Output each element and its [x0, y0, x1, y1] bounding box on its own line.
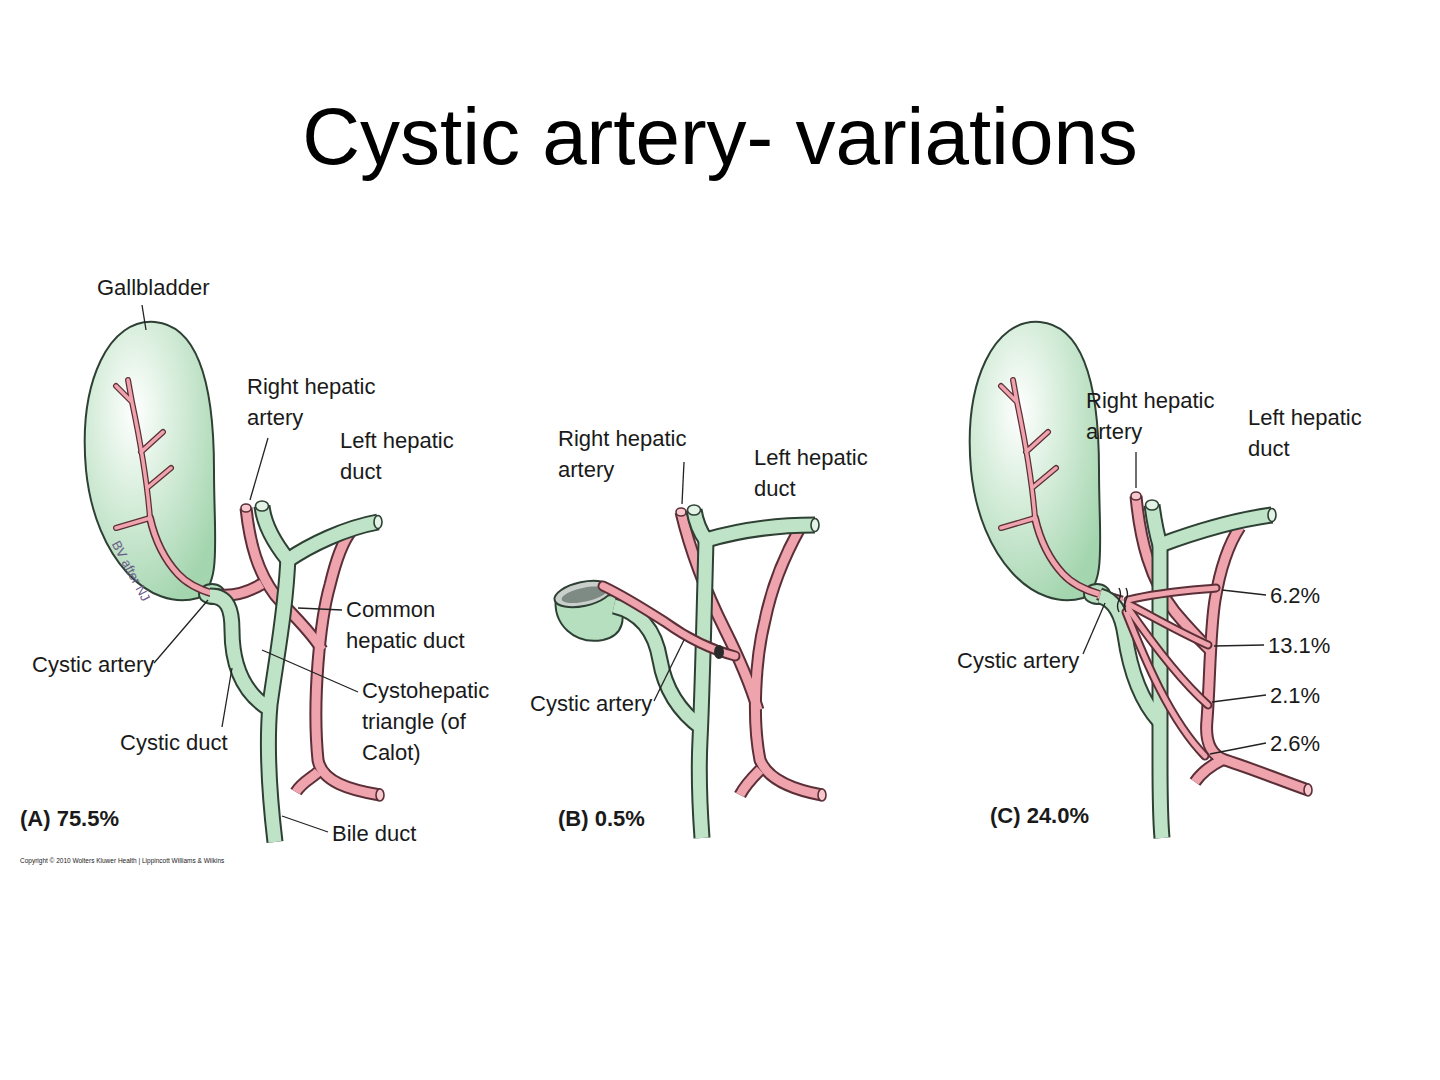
- part-label: Cystic artery: [957, 645, 1079, 676]
- part-label: Cystohepatic triangle (of Calot): [362, 675, 494, 768]
- part-label: Common hepatic duct: [346, 594, 481, 656]
- arteries-front: [603, 586, 735, 656]
- cut-ends: [811, 519, 819, 532]
- part-label: Cystic artery: [32, 649, 154, 680]
- bile-ducts: [210, 596, 268, 708]
- leader-lines: [1214, 645, 1264, 646]
- copyright-note: Copyright © 2010 Wolters Kluwer Health |…: [20, 856, 224, 865]
- leader-lines: [250, 438, 268, 500]
- part-label: Cystic artery: [530, 688, 652, 719]
- leader-lines: [1083, 603, 1105, 654]
- arteries-back: [1195, 760, 1222, 782]
- gallbladder-a: [85, 322, 225, 604]
- part-label: Right hepatic artery: [1086, 385, 1226, 447]
- bile-ducts: [288, 522, 378, 560]
- bile-ducts: [210, 505, 1272, 842]
- leader-lines: [1222, 590, 1266, 595]
- leader-lines: [682, 462, 684, 504]
- cut-ends: [241, 492, 1312, 801]
- leader-lines: [222, 668, 232, 727]
- gallbladder-c: [970, 322, 1110, 604]
- part-label: Left hepatic duct: [340, 425, 462, 487]
- part-label: Left hepatic duct: [754, 442, 876, 504]
- bile-ducts: [699, 540, 706, 838]
- arteries-back: [755, 528, 822, 795]
- leader-lines: [1210, 743, 1266, 754]
- leader-lines: [298, 608, 342, 610]
- diagram-title: Cystic artery- variations: [0, 89, 1440, 185]
- arteries-front: [603, 586, 1216, 756]
- arteries-back: [296, 772, 318, 792]
- bile-ducts: [210, 505, 1272, 842]
- panel-label: (C) 24.0%: [990, 800, 1089, 831]
- arteries-back: [755, 528, 822, 795]
- cut-ends: [256, 501, 269, 511]
- arteries-front: [603, 586, 1216, 756]
- part-label: Right hepatic artery: [558, 423, 698, 485]
- arteries-back: [214, 496, 1308, 795]
- leader-lines: [282, 816, 328, 832]
- arteries-front: [1126, 612, 1205, 756]
- bile-ducts: [706, 525, 815, 540]
- arteries-back: [296, 772, 318, 792]
- gallbladder-c: [970, 322, 1110, 604]
- cut-ends: [688, 505, 701, 515]
- cut-ends: [676, 508, 686, 516]
- panel-label: (A) 75.5%: [20, 803, 119, 834]
- part-label: Right hepatic artery: [247, 371, 387, 433]
- arteries-back: [214, 496, 1308, 795]
- arteries-front: [1128, 588, 1216, 600]
- leader-lines: [154, 600, 208, 663]
- leader-lines: [1212, 695, 1266, 702]
- bile-ducts: [262, 506, 288, 560]
- percentage-label: 2.6%: [1270, 728, 1320, 759]
- percentage-label: 13.1%: [1268, 630, 1330, 661]
- leader-lines: [654, 640, 684, 701]
- cut-ends: [818, 789, 826, 801]
- gallbladder-a: [85, 322, 225, 604]
- leader-lines: [1135, 452, 1136, 488]
- cut-ends: [1268, 509, 1276, 522]
- details: [714, 645, 724, 659]
- bile-ducts: [1160, 515, 1272, 545]
- cut-ends: [1304, 784, 1312, 796]
- arteries-back: [740, 770, 760, 795]
- part-label: Bile duct: [332, 818, 416, 849]
- cut-ends: [256, 500, 1277, 532]
- bile-ducts: [288, 522, 378, 560]
- arteries-back: [740, 770, 760, 795]
- bile-ducts: [1160, 515, 1272, 545]
- part-label: Left hepatic duct: [1248, 402, 1370, 464]
- bile-ducts: [210, 505, 1272, 842]
- cut-ends: [241, 492, 1312, 801]
- arteries-back: [1195, 760, 1222, 782]
- cut-ends: [376, 789, 384, 801]
- arteries-front: [1128, 588, 1216, 600]
- arteries-front: [603, 586, 1216, 756]
- bile-ducts: [706, 525, 815, 540]
- bile-ducts: [268, 556, 288, 842]
- cut-ends: [374, 516, 382, 529]
- arteries-back: [214, 496, 1308, 795]
- part-label: Cystic duct: [120, 727, 228, 758]
- bile-ducts: [262, 506, 288, 560]
- panel-label: (B) 0.5%: [558, 803, 645, 834]
- bile-ducts: [699, 540, 706, 838]
- leader-lines: [262, 650, 358, 692]
- leader-lines: [142, 305, 1266, 832]
- cut-ends: [1146, 500, 1159, 510]
- cut-ends: [241, 504, 251, 512]
- arteries-front: [1126, 612, 1205, 756]
- bile-ducts: [268, 556, 288, 842]
- arteries-front: [1128, 608, 1208, 705]
- percentage-label: 6.2%: [1270, 580, 1320, 611]
- part-label: Gallbladder: [97, 272, 210, 303]
- details: [1118, 588, 1128, 612]
- leader-lines: [142, 305, 146, 330]
- percentage-label: 2.1%: [1270, 680, 1320, 711]
- arteries-front: [603, 586, 735, 656]
- cut-ends: [1131, 492, 1141, 500]
- bile-ducts: [210, 596, 268, 708]
